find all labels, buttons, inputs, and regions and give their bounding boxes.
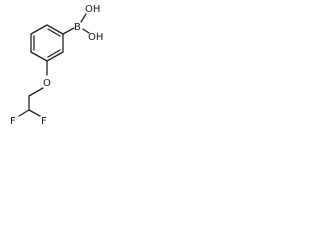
chemical-structure: B OH OH O F F [10,4,103,127]
fluorine-right-label: F [41,116,47,127]
carbon-fluorine-right-bond [28,109,41,117]
oxygen-ch2-bond [28,87,44,97]
boron-label: B [74,22,81,33]
carbon-boron-bond [62,27,75,35]
ether-oxygen-label: O [43,78,51,89]
hydroxyl-lower-label: OH [88,32,103,43]
boron-oh-lower-bond [82,28,90,34]
benzene-ring [30,24,64,62]
hydroxyl-upper-label: OH [85,4,100,15]
carbon-fluorine-left-bond [18,109,30,117]
boron-oh-upper-bond [80,13,87,23]
fluorine-left-label: F [10,116,16,127]
